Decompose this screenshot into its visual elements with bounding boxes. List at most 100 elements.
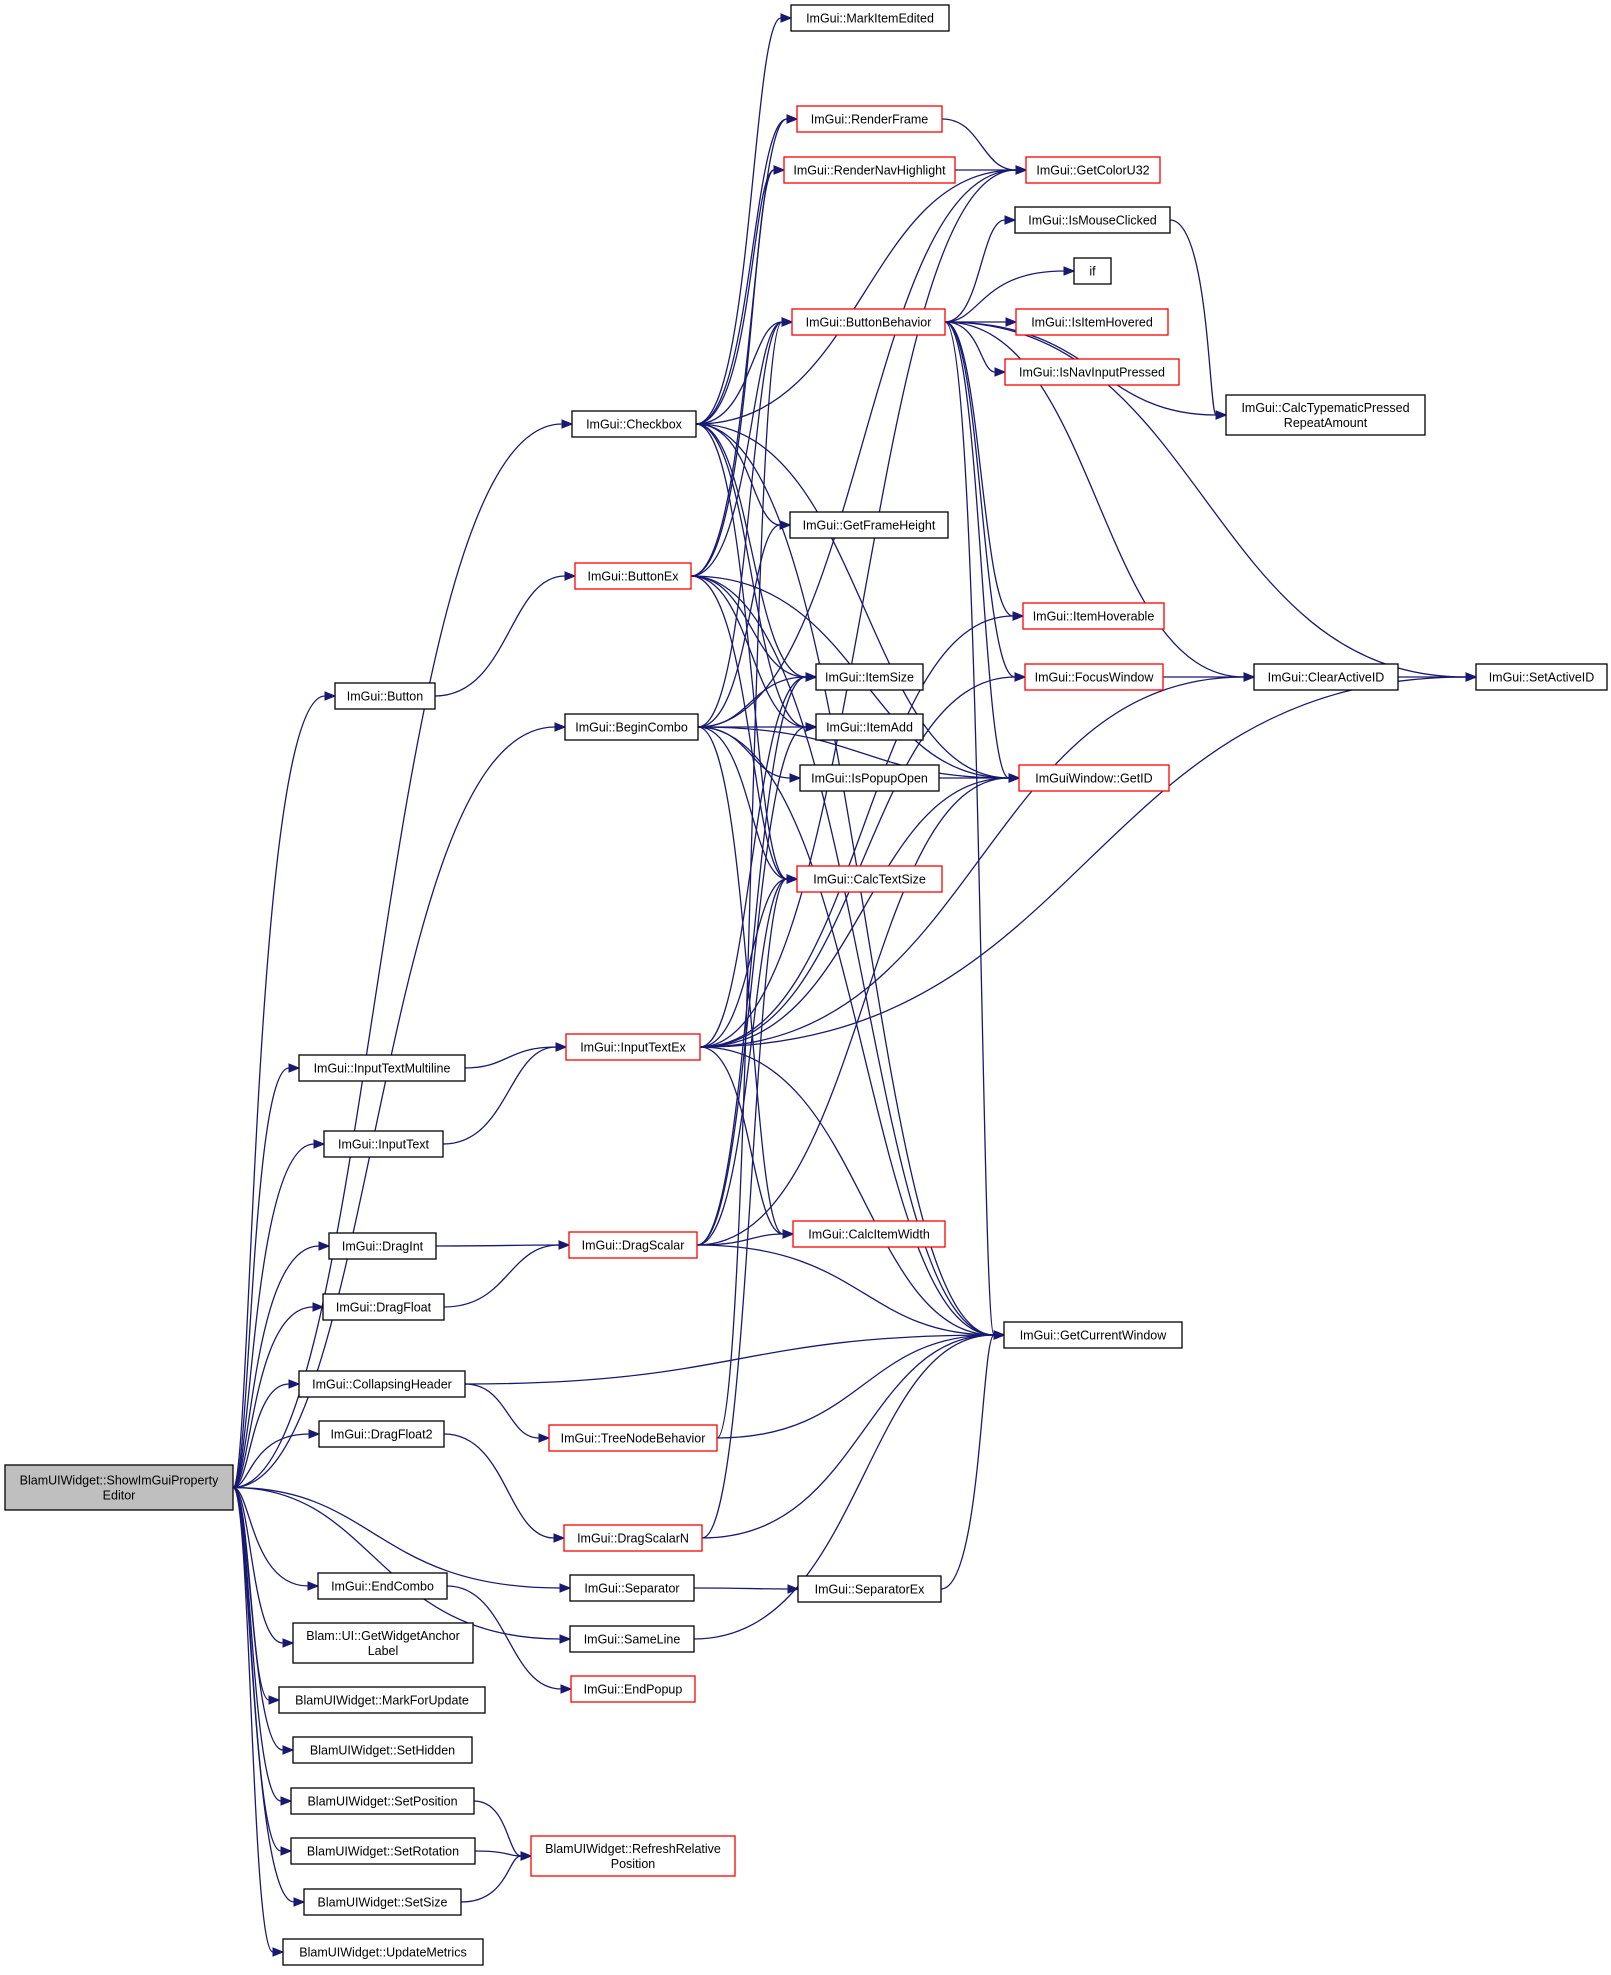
- node-dragscalar[interactable]: ImGui::DragScalar: [568, 1231, 698, 1259]
- node-checkbox[interactable]: ImGui::Checkbox: [571, 410, 697, 438]
- edge-line: [464, 1334, 995, 1385]
- node-treenodebehavior[interactable]: ImGui::TreeNodeBehavior: [548, 1424, 718, 1452]
- node-label: ImGui::DragScalar: [582, 1239, 685, 1253]
- node-setsize[interactable]: BlamUIWidget::SetSize: [303, 1888, 462, 1916]
- node-inputtextex[interactable]: ImGui::InputTextEx: [565, 1033, 701, 1061]
- edge-arrowhead: [779, 520, 792, 530]
- node-sameline[interactable]: ImGui::SameLine: [569, 1625, 695, 1653]
- node-clearactiveid[interactable]: ImGui::ClearActiveID: [1253, 663, 1399, 691]
- edge-arrowhead: [559, 1634, 572, 1644]
- edge-arrowhead: [324, 691, 337, 701]
- node-focuswindow[interactable]: ImGui::FocusWindow: [1024, 663, 1164, 691]
- node-label: ImGui::GetCurrentWindow: [1020, 1329, 1168, 1343]
- node-box: [563, 1524, 703, 1552]
- edge-arrowhead: [1215, 410, 1228, 420]
- edge-root-to-updatemetrics: [232, 1486, 285, 1957]
- node-calctextsize[interactable]: ImGui::CalcTextSize: [796, 865, 943, 893]
- edge-line: [696, 878, 788, 1246]
- edge-focuswindow-to-clearactiveid: [1163, 672, 1256, 682]
- node-calcitemwidth[interactable]: ImGui::CalcItemWidth: [792, 1220, 946, 1248]
- edge-arrowhead: [282, 1745, 295, 1755]
- node-dragfloat2[interactable]: ImGui::DragFloat2: [318, 1420, 445, 1448]
- node-buttonbehavior[interactable]: ImGui::ButtonBehavior: [791, 308, 946, 336]
- node-box: [334, 682, 436, 710]
- node-endpopup[interactable]: ImGui::EndPopup: [570, 1675, 696, 1703]
- node-itemsize[interactable]: ImGui::ItemSize: [815, 663, 924, 691]
- node-setposition[interactable]: BlamUIWidget::SetPosition: [290, 1787, 475, 1815]
- edge-line: [699, 676, 807, 1048]
- edge-buttonbehavior-to-itemhoverable: [944, 321, 1025, 621]
- node-itemadd[interactable]: ImGui::ItemAdd: [815, 713, 924, 741]
- node-getcoloru32[interactable]: ImGui::GetColorU32: [1025, 156, 1161, 184]
- edge-line: [232, 1486, 561, 1589]
- edge-line: [944, 270, 1065, 323]
- node-begincombo[interactable]: ImGui::BeginCombo: [564, 713, 699, 741]
- edge-line: [696, 676, 807, 1246]
- node-markitemedited[interactable]: ImGui::MarkItemEdited: [790, 4, 950, 32]
- edge-arrowhead: [1063, 266, 1076, 276]
- node-imguiwindowgetid[interactable]: ImGuiWindow::GetID: [1018, 764, 1170, 792]
- node-label: BlamUIWidget::MarkForUpdate: [295, 1694, 469, 1708]
- node-renderframe[interactable]: ImGui::RenderFrame: [796, 105, 943, 133]
- node-ispopupopen[interactable]: ImGui::IsPopupOpen: [799, 764, 940, 792]
- edge-line: [232, 1486, 284, 1644]
- node-isnavinputpressed[interactable]: ImGui::IsNavInputPressed: [1004, 358, 1180, 386]
- edge-root-to-endcombo: [232, 1486, 320, 1591]
- node-markforupdate[interactable]: BlamUIWidget::MarkForUpdate: [278, 1686, 486, 1714]
- node-itemhoverable[interactable]: ImGui::ItemHoverable: [1022, 602, 1165, 630]
- edge-line: [464, 1046, 557, 1069]
- node-dragint[interactable]: ImGui::DragInt: [328, 1232, 437, 1260]
- edge-arrowhead: [520, 1851, 533, 1861]
- node-getcurrentwindow[interactable]: ImGui::GetCurrentWindow: [1003, 1321, 1183, 1349]
- node-dragfloat[interactable]: ImGui::DragFloat: [322, 1293, 445, 1321]
- node-getframeheight[interactable]: ImGui::GetFrameHeight: [789, 511, 949, 539]
- node-inputtextmultiline[interactable]: ImGui::InputTextMultiline: [298, 1054, 466, 1082]
- edge-line: [944, 321, 1010, 779]
- node-sethidden[interactable]: BlamUIWidget::SetHidden: [292, 1736, 473, 1764]
- edge-line: [695, 423, 1010, 779]
- node-box: [298, 1054, 466, 1082]
- edge-clearactiveid-to-setactiveid: [1398, 672, 1478, 682]
- edge-separatorex-to-getcurrentwindow: [940, 1330, 1006, 1590]
- edge-line: [232, 1486, 561, 1640]
- node-rendernavhighlight[interactable]: ImGui::RenderNavHighlight: [783, 156, 956, 184]
- node-endcombo[interactable]: ImGui::EndCombo: [317, 1572, 448, 1600]
- node-setactiveid[interactable]: ImGui::SetActiveID: [1475, 663, 1608, 691]
- edge-arrowhead: [318, 1241, 331, 1251]
- node-label: ImGui::ItemHoverable: [1033, 610, 1155, 624]
- node-ismouseclicked[interactable]: ImGui::IsMouseClicked: [1014, 206, 1171, 234]
- node-label: ImGui::DragInt: [342, 1240, 424, 1254]
- node-buttonex[interactable]: ImGui::ButtonEx: [574, 562, 692, 590]
- node-separator[interactable]: ImGui::Separator: [569, 1574, 695, 1602]
- node-box: [799, 764, 940, 792]
- node-isitemhovered[interactable]: ImGui::IsItemHovered: [1015, 308, 1169, 336]
- edge-arrowhead: [805, 672, 818, 682]
- node-box: [1225, 394, 1426, 436]
- edge-dragscalar-to-itemsize: [696, 672, 818, 1246]
- edge-arrowhead: [782, 1229, 795, 1239]
- edge-arrowhead: [1243, 672, 1256, 682]
- edge-inputtextmultiline-to-inputtextex: [464, 1042, 568, 1069]
- edge-line: [473, 1800, 522, 1857]
- node-box: [1475, 663, 1608, 691]
- node-separatorex[interactable]: ImGui::SeparatorEx: [797, 1575, 942, 1603]
- node-box: [290, 1787, 475, 1815]
- node-if[interactable]: if: [1073, 257, 1112, 285]
- node-inputtext[interactable]: ImGui::InputText: [323, 1130, 444, 1158]
- node-updatemetrics[interactable]: BlamUIWidget::UpdateMetrics: [282, 1938, 484, 1966]
- edge-line: [695, 169, 1017, 425]
- edge-line: [944, 321, 1245, 678]
- node-setrotation[interactable]: BlamUIWidget::SetRotation: [290, 1837, 476, 1865]
- edge-arrowhead: [786, 114, 799, 124]
- node-button[interactable]: ImGui::Button: [334, 682, 436, 710]
- edge-line: [699, 676, 1245, 1048]
- edge-line: [1169, 219, 1217, 416]
- edge-line: [232, 1486, 309, 1587]
- edge-line: [695, 17, 782, 425]
- node-collapsingheader[interactable]: ImGui::CollapsingHeader: [298, 1370, 466, 1398]
- node-dragscalarn[interactable]: ImGui::DragScalarN: [563, 1524, 703, 1552]
